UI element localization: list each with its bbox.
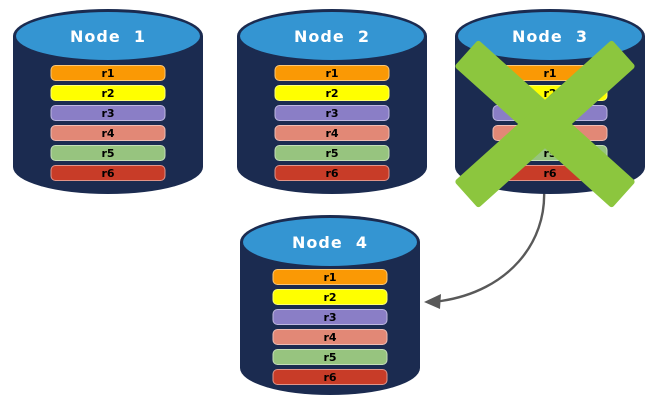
replica-label: r3 (101, 106, 115, 120)
node-1-cylinder-top: Node 1 (16, 12, 200, 60)
node-2-label: Node 2 (294, 26, 370, 46)
node-4-replica-list: r1 r2 r3 r4 r5 r6 (272, 269, 388, 389)
replica-label: r1 (101, 66, 115, 80)
node-1: Node 1 r1 r2 r3 r4 r5 r6 (13, 9, 203, 194)
replica-bar-r6: r6 (50, 165, 166, 181)
replica-label: r5 (101, 146, 115, 160)
failover-arrow-line (439, 187, 546, 303)
replica-bar-r4: r4 (274, 125, 390, 141)
replica-bar-r2: r2 (50, 85, 166, 101)
replica-bar-r6: r6 (274, 165, 390, 181)
replica-bar-r4: r4 (272, 329, 388, 345)
replica-bar-r3: r3 (272, 309, 388, 325)
replica-label: r2 (323, 290, 337, 304)
replica-label: r6 (543, 166, 557, 180)
replica-bar-r2: r2 (274, 85, 390, 101)
node-2-replica-list: r1 r2 r3 r4 r5 r6 (274, 65, 390, 185)
node-3: Node 3 r1 r2 r3 r4 r5 r6 (454, 9, 645, 209)
replica-label: r3 (323, 310, 337, 324)
replica-bar-r1: r1 (50, 65, 166, 81)
node-2-cylinder-top: Node 2 (240, 12, 424, 60)
replica-label: r6 (325, 166, 339, 180)
replica-label: r2 (101, 86, 115, 100)
node-2: Node 2 r1 r2 r3 r4 r5 r6 (237, 9, 427, 194)
node-4-cylinder-top: Node 4 (243, 218, 417, 266)
node-1-label: Node 1 (70, 26, 146, 46)
replica-bar-r5: r5 (50, 145, 166, 161)
replica-label: r2 (325, 86, 339, 100)
node-4-label: Node 4 (292, 232, 368, 252)
replica-label: r1 (325, 66, 339, 80)
node-4: Node 4 r1 r2 r3 r4 r5 r6 (240, 215, 420, 395)
replica-bar-r3: r3 (50, 105, 166, 121)
replica-label: r5 (323, 350, 337, 364)
replica-label: r4 (101, 126, 115, 140)
arrowhead-icon (424, 294, 441, 309)
replica-label: r5 (325, 146, 339, 160)
failure-x-icon (454, 39, 636, 209)
replica-bar-r2: r2 (272, 289, 388, 305)
replica-bar-r5: r5 (274, 145, 390, 161)
replica-bar-r4: r4 (50, 125, 166, 141)
replica-bar-r5: r5 (272, 349, 388, 365)
replica-bar-r3: r3 (274, 105, 390, 121)
replica-bar-r1: r1 (274, 65, 390, 81)
replica-label: r4 (323, 330, 337, 344)
replica-label: r3 (325, 106, 339, 120)
replica-label: r2 (543, 86, 557, 100)
replica-label: r4 (325, 126, 339, 140)
replica-label: r1 (323, 270, 337, 284)
node-1-replica-list: r1 r2 r3 r4 r5 r6 (50, 65, 166, 185)
replica-bar-r6: r6 (272, 369, 388, 385)
replica-label: r1 (543, 66, 557, 80)
replica-bar-r1: r1 (272, 269, 388, 285)
node-3-label: Node 3 (512, 26, 588, 46)
replica-label: r6 (101, 166, 115, 180)
replica-label: r6 (323, 370, 337, 384)
